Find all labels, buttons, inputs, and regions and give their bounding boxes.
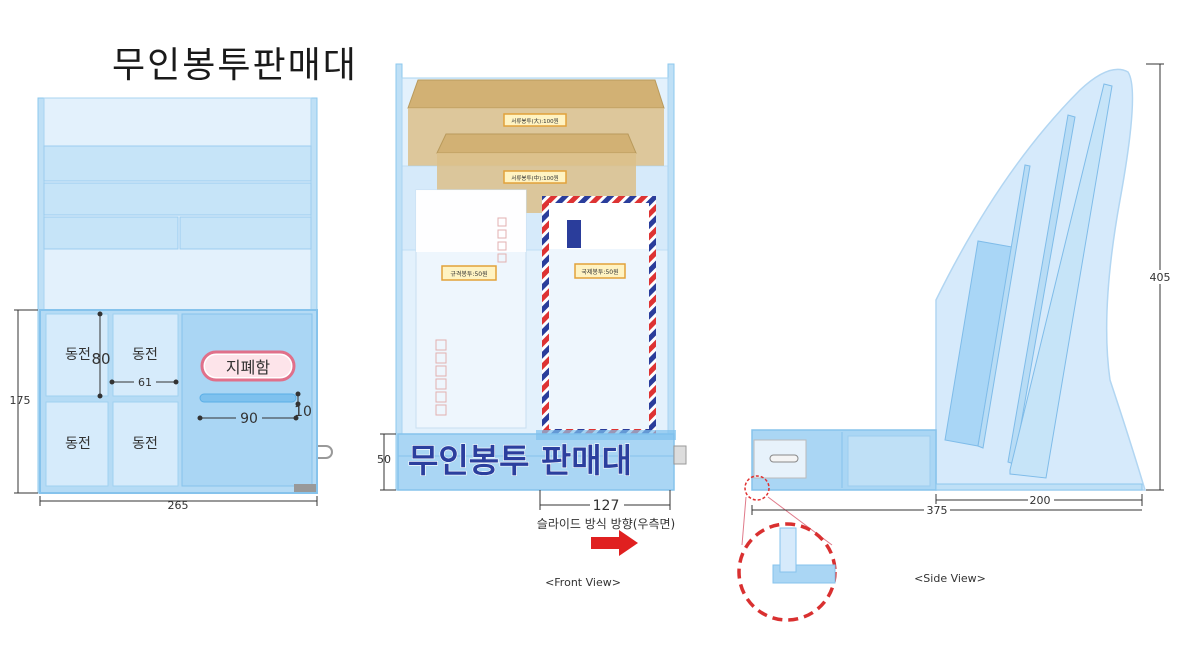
bill-box-label: 지폐함	[226, 358, 270, 377]
bill-slot	[199, 393, 297, 403]
slide-direction-label: 슬라이드 방식 방향(우측면)	[537, 517, 675, 531]
env-medium-label: 서류봉투(中):100원	[511, 174, 558, 182]
dim-50: 50	[377, 453, 391, 466]
env-large-label: 서류봉투(大):100원	[511, 117, 558, 125]
dim-200: 200	[1030, 494, 1051, 507]
dim-slot-w: 90	[240, 411, 258, 427]
env-standard-label: 규격봉투:50원	[450, 270, 487, 278]
env-intl-label: 국제봉투:50원	[581, 268, 618, 276]
coin-box-4-label: 동전	[132, 436, 158, 452]
coin-box-2-label: 동전	[132, 347, 158, 363]
side-view-caption: <Side View>	[914, 572, 986, 585]
dim-height: 175	[10, 394, 31, 407]
coin-box-1-label: 동전	[65, 347, 91, 363]
front-view: 서류봉투(大):100원 서류봉투(中):100원 규격봉투:50원 국제봉투:…	[377, 63, 687, 589]
left-view: 동전 동전 동전 동전 지폐함 175 265	[10, 97, 333, 512]
slide-arrow-icon	[591, 530, 638, 556]
dim-coin-h: 80	[91, 350, 110, 368]
front-banner: 무인봉투 판매대	[408, 441, 632, 480]
dim-375: 375	[927, 504, 948, 517]
dim-width: 265	[168, 499, 189, 512]
front-view-caption: <Front View>	[545, 576, 621, 589]
dim-coin-w: 61	[138, 376, 152, 389]
page-title: 무인봉투판매대	[112, 45, 358, 86]
dim-127: 127	[593, 498, 620, 514]
dim-405: 405	[1150, 271, 1171, 284]
side-view: 405 200 375 <Side View>	[737, 63, 1174, 622]
dim-slot-h: 10	[294, 404, 312, 420]
handle-icon	[318, 445, 333, 459]
coin-box-3-label: 동전	[65, 436, 91, 452]
